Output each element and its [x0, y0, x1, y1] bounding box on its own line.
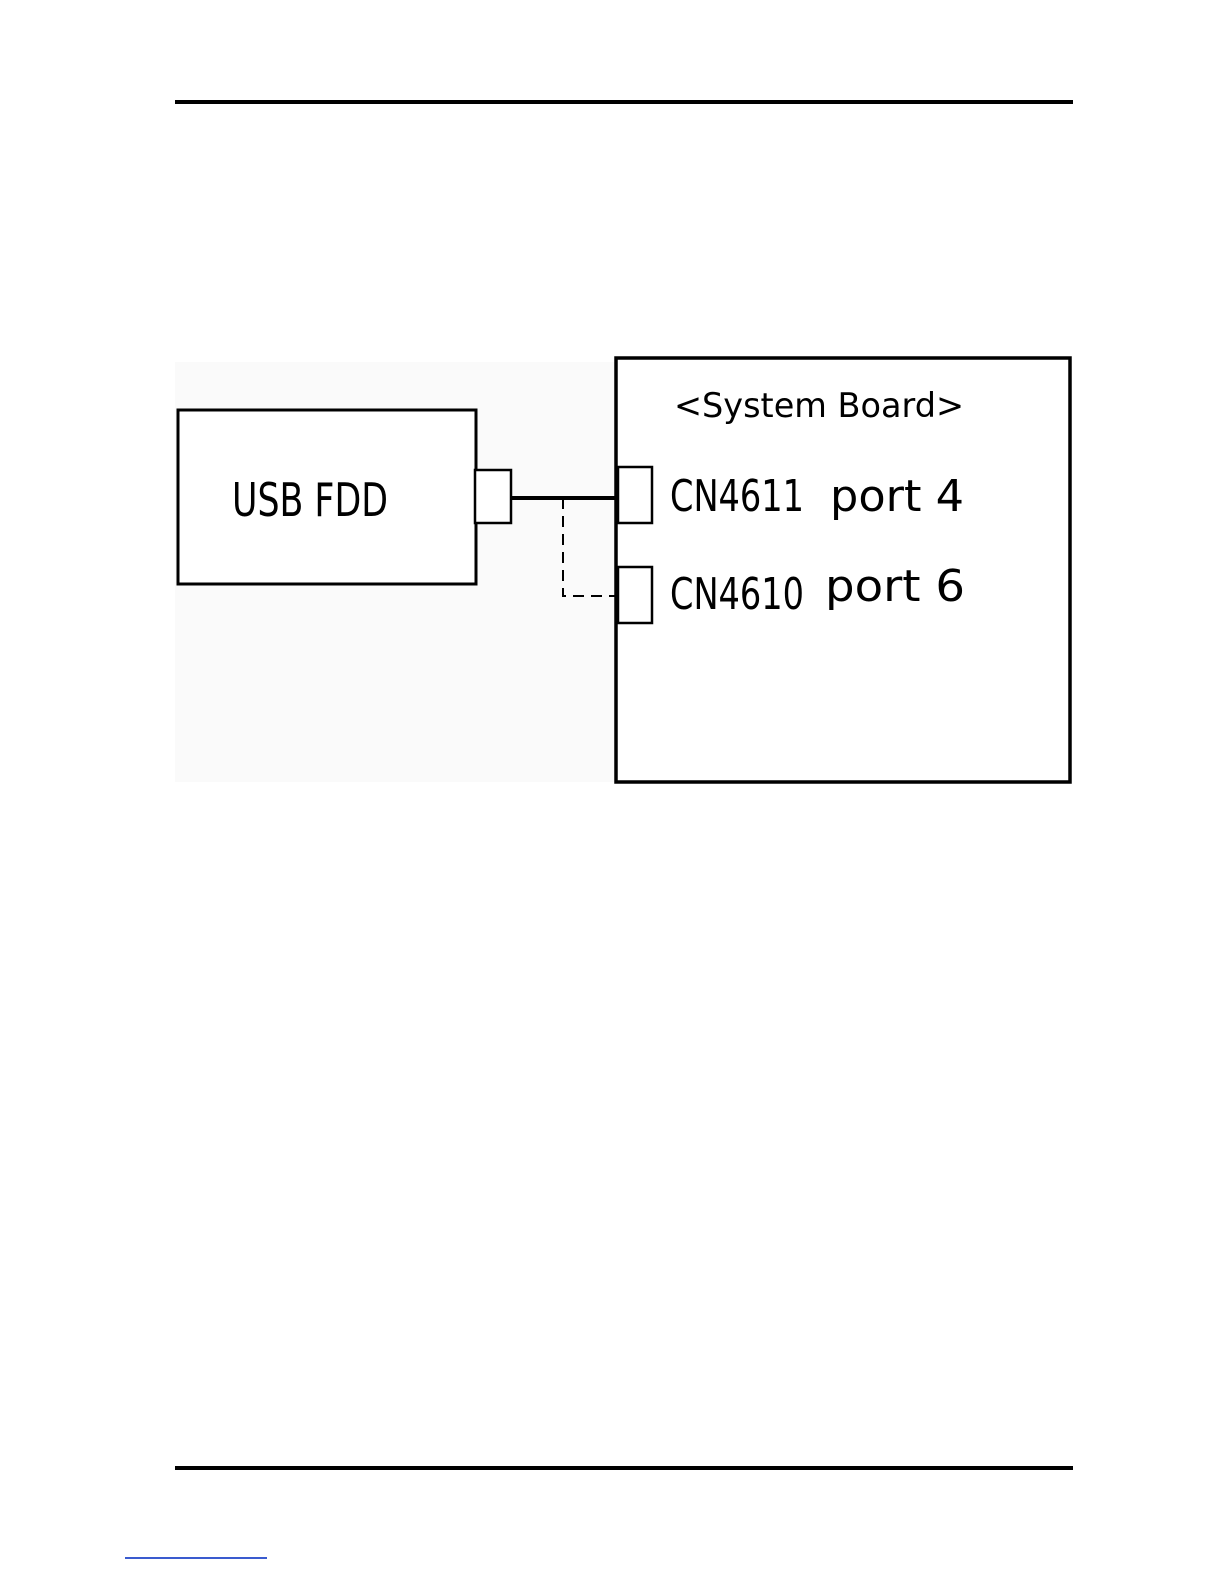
footer-link-underline[interactable]: [125, 1557, 267, 1559]
cn4610-port-label: port 6: [825, 561, 965, 612]
connector-cn4611: [618, 467, 652, 523]
footer-rule: [175, 1466, 1073, 1470]
cn4611-id-label: CN4611: [670, 471, 804, 522]
cn4611-port-label: port 4: [830, 471, 964, 522]
system-board-label: <System Board>: [674, 386, 964, 426]
cn4610-id-label: CN4610: [670, 569, 804, 620]
usb-fdd-label: USB FDD: [232, 473, 388, 527]
connector-cn4610: [618, 567, 652, 623]
fdd-connector: [475, 470, 511, 523]
